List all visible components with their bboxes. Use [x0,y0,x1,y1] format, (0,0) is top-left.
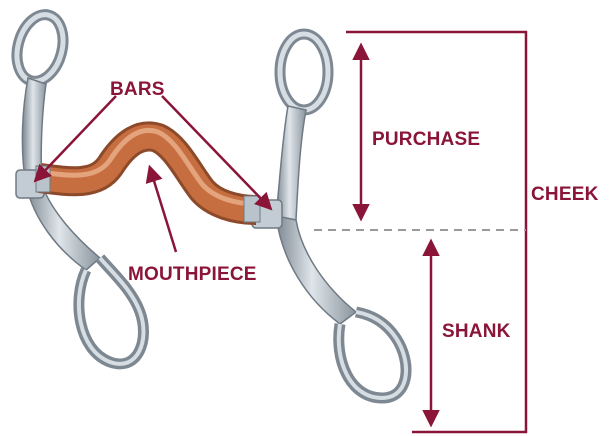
bars-label: BARS [110,79,165,100]
right-lower-shank [276,216,356,324]
shank-label: SHANK [442,321,511,342]
mouthpiece-arrow [150,168,176,252]
right-bar-end [244,196,260,222]
cheek-label: CHEEK [531,184,599,205]
right-bottom-loop [339,312,406,398]
purchase-label: PURCHASE [372,129,480,150]
right-cheek-piece [252,34,406,398]
mouthpiece-label: MOUTHPIECE [128,264,257,285]
cheek-bracket [346,32,526,432]
